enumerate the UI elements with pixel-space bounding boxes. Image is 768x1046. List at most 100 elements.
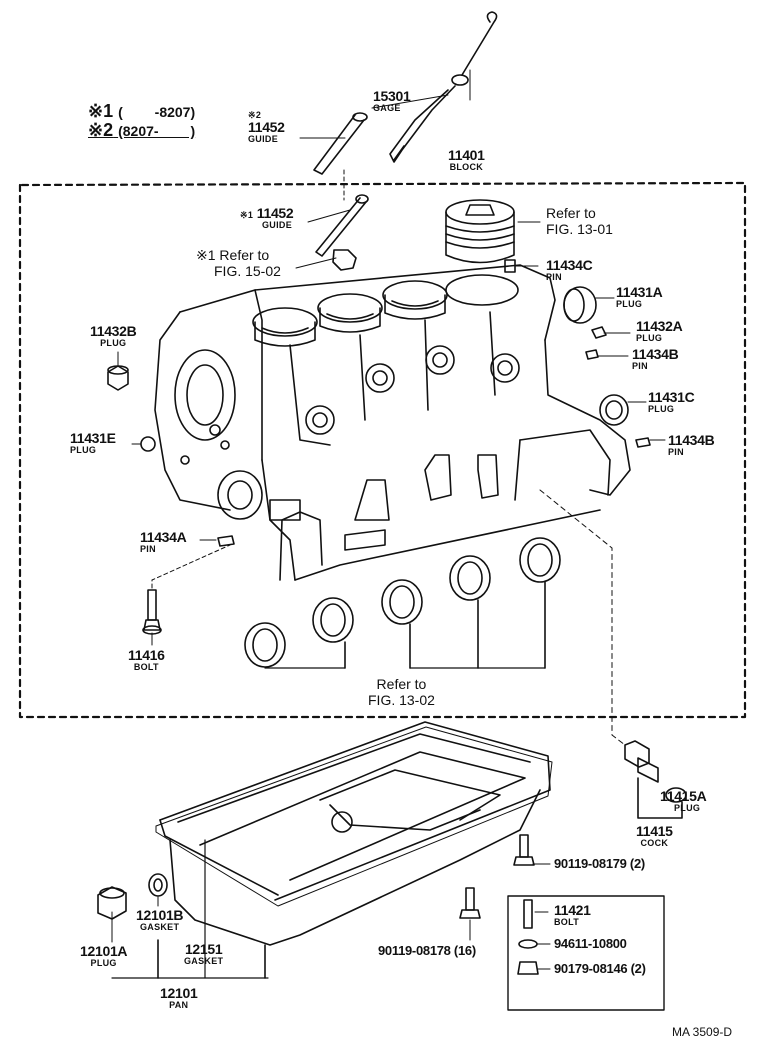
part-number: 11431E bbox=[70, 430, 116, 446]
ref-line1: Refer to bbox=[546, 205, 596, 221]
ref-line2: FIG. 13-01 bbox=[546, 221, 613, 237]
part-name: GUIDE bbox=[262, 220, 293, 230]
part-number: 12101A bbox=[80, 943, 128, 959]
ref-fig-13-02: Refer to FIG. 13-02 bbox=[368, 676, 435, 708]
label-11431C: 11431C PLUG bbox=[648, 389, 695, 414]
part-number: 11401 bbox=[448, 147, 485, 163]
part-number: 12101B bbox=[136, 907, 184, 923]
label-11434C: 11434C PIN bbox=[546, 257, 593, 282]
legend-mark2: ※2 (8207- ) bbox=[88, 121, 195, 139]
ref-line1: Refer to bbox=[376, 676, 427, 692]
label-11431E: 11431E PLUG bbox=[70, 431, 116, 455]
label-11421: 11421 BOLT bbox=[554, 903, 591, 927]
part-number: 11434B bbox=[632, 346, 679, 362]
label-90179-08146: 90179-08146 (2) bbox=[554, 962, 646, 975]
part-number: 11432A bbox=[636, 318, 683, 334]
bolt-inset-box bbox=[507, 895, 665, 1011]
part-name: GASKET bbox=[184, 956, 224, 966]
label-11416: 11416 BOLT bbox=[128, 648, 165, 672]
label-12151: 12151 GASKET bbox=[184, 942, 223, 966]
small-parts-left bbox=[107, 365, 235, 547]
guide-tube-inner-drawing bbox=[315, 194, 369, 271]
label-94611-10800: 94611-10800 bbox=[554, 937, 627, 950]
label-11434A: 11434A PIN bbox=[140, 529, 187, 554]
part-number: 11431C bbox=[648, 389, 695, 405]
part-number: 11452 bbox=[256, 205, 294, 221]
part-name: PLUG bbox=[636, 333, 663, 343]
part-number: 11421 bbox=[554, 902, 591, 918]
legend-mark1-text: ( -8207) bbox=[118, 104, 196, 120]
part-number: 11431A bbox=[616, 284, 663, 300]
ref-line1: Refer to bbox=[219, 247, 270, 263]
part-name: PLUG bbox=[616, 299, 643, 309]
legend-mark1: ※1 ( -8207) bbox=[88, 102, 195, 120]
label-11434B-2: 11434B PIN bbox=[668, 432, 715, 457]
part-number: 11434C bbox=[546, 257, 593, 273]
pan-bolt-drawing bbox=[459, 834, 535, 919]
label-90119-08178: 90119-08178 (16) bbox=[378, 944, 476, 957]
legend-mark1-symbol: ※1 bbox=[88, 101, 114, 121]
part-number: 11432B bbox=[90, 323, 137, 339]
part-name: PIN bbox=[668, 447, 684, 457]
part-name: PAN bbox=[169, 1000, 189, 1010]
part-number: 11415 bbox=[636, 823, 673, 839]
label-11401: 11401 BLOCK bbox=[448, 148, 485, 172]
part-mark: ※1 bbox=[240, 210, 254, 220]
diagram-code: MA 3509-D bbox=[672, 1025, 733, 1039]
main-bearings-drawing bbox=[244, 537, 561, 668]
part-number: 11416 bbox=[128, 647, 165, 663]
block-boundary bbox=[18, 181, 747, 719]
part-name: PLUG bbox=[70, 445, 97, 455]
part-name: COCK bbox=[640, 838, 669, 848]
label-11452-top: ※2 11452 GUIDE bbox=[248, 110, 285, 144]
part-number: 12101 bbox=[160, 985, 198, 1001]
part-name: GAGE bbox=[373, 103, 401, 113]
label-11431A: 11431A PLUG bbox=[616, 284, 663, 309]
label-12101A: 12101A PLUG bbox=[80, 943, 128, 968]
ref-fig-13-01: Refer to FIG. 13-01 bbox=[546, 205, 613, 237]
part-name: BOLT bbox=[133, 662, 159, 672]
piston-drawing bbox=[445, 199, 515, 264]
label-11452-inner: ※1 11452 GUIDE bbox=[240, 205, 294, 230]
part-name: PLUG bbox=[100, 338, 127, 348]
bolt-11416-drawing bbox=[142, 589, 162, 635]
part-number: 11434A bbox=[140, 529, 187, 545]
part-name: GASKET bbox=[139, 922, 180, 932]
label-11432A: 11432A PLUG bbox=[636, 318, 683, 343]
part-number: 90179-08146 (2) bbox=[554, 961, 646, 976]
guide-tube-top-drawing bbox=[313, 112, 368, 175]
part-number: 15301 bbox=[373, 88, 411, 104]
part-name: PIN bbox=[632, 361, 648, 371]
drain-plug-drawing bbox=[97, 873, 168, 920]
drain-cock-drawing bbox=[624, 740, 687, 819]
part-name: BOLT bbox=[554, 917, 580, 927]
part-name: BLOCK bbox=[449, 162, 484, 172]
legend-mark2-text: (8207- ) bbox=[118, 123, 196, 139]
part-number: 90119-08179 (2) bbox=[554, 856, 645, 871]
label-11434B-1: 11434B PIN bbox=[632, 346, 679, 371]
label-12101B: 12101B GASKET bbox=[136, 907, 184, 932]
part-number: 11452 bbox=[248, 119, 285, 135]
label-90119-08179: 90119-08179 (2) bbox=[554, 857, 645, 870]
oil-gage-drawing bbox=[389, 11, 498, 163]
legend-mark2-symbol: ※2 bbox=[88, 120, 114, 140]
oil-pan-drawing bbox=[155, 721, 553, 979]
ref-mark: ※1 bbox=[196, 247, 216, 263]
part-number: 11415A bbox=[660, 788, 707, 804]
label-12101: 12101 PAN bbox=[160, 985, 198, 1010]
leader-lines bbox=[111, 69, 666, 943]
small-parts-right bbox=[504, 259, 651, 448]
part-number: 11434B bbox=[668, 432, 715, 448]
part-mark: ※2 bbox=[248, 110, 262, 120]
ref-line2: FIG. 13-02 bbox=[368, 692, 435, 708]
cylinder-block-drawing bbox=[154, 264, 631, 581]
part-number: 94611-10800 bbox=[554, 936, 627, 951]
part-name: PIN bbox=[140, 544, 156, 554]
part-name: PLUG bbox=[648, 404, 675, 414]
part-name: PLUG bbox=[90, 958, 117, 968]
part-number: 90119-08178 (16) bbox=[378, 943, 476, 958]
label-11415A: 11415A PLUG bbox=[660, 788, 707, 813]
ref-line2: FIG. 15-02 bbox=[214, 263, 281, 279]
label-11415: 11415 COCK bbox=[636, 824, 673, 848]
